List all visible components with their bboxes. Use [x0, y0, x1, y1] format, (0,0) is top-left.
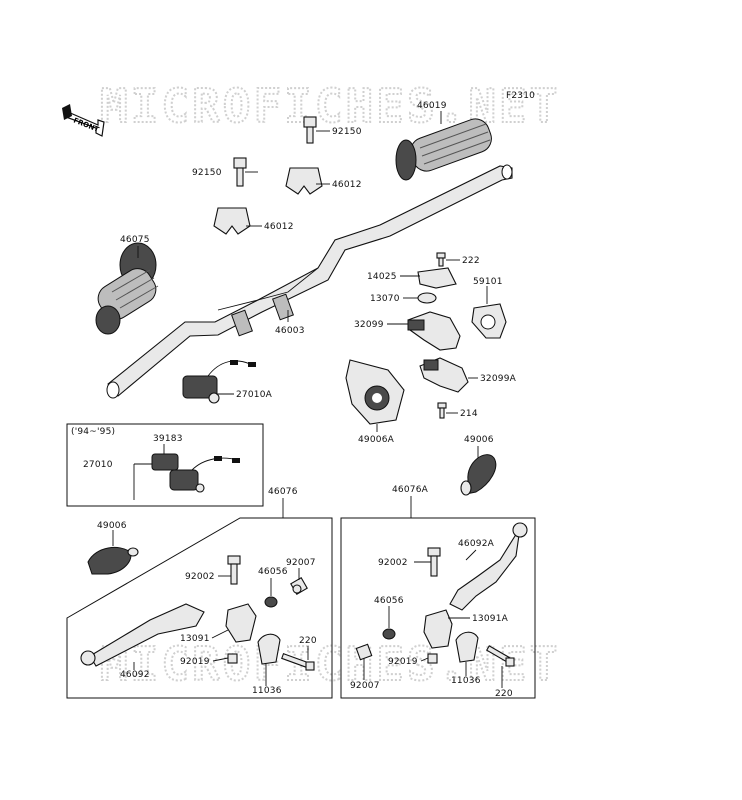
lever-46092A — [449, 522, 528, 611]
label-92019-a: 92019 — [180, 657, 210, 667]
cover-49006-right — [460, 454, 497, 496]
clamp-11036-b — [455, 631, 479, 663]
inset-years: ('94~'95) — [71, 427, 115, 437]
switch-27010A — [182, 360, 256, 404]
label-46056-a: 46056 — [258, 567, 288, 577]
label-46056-b: 46056 — [374, 596, 404, 606]
switch-27010 — [151, 453, 240, 493]
bolt-92002-a — [227, 555, 241, 585]
screw-214 — [437, 402, 447, 419]
case-59101 — [471, 303, 507, 339]
washer-46056-a — [264, 596, 278, 608]
label-49006-right: 49006 — [464, 435, 494, 445]
bolt-220-b — [485, 645, 515, 667]
bolt-92150-a — [303, 116, 317, 144]
label-13091A: 13091A — [472, 614, 509, 624]
label-46012-b: 46012 — [264, 222, 294, 232]
label-46076A: 46076A — [392, 485, 429, 495]
washer-46056-b — [382, 628, 396, 640]
part-labels: 46019 92150 92150 46012 46012 46075 4600… — [83, 101, 517, 699]
lever-assembly-box-left — [66, 517, 333, 699]
handlebar-46003 — [106, 164, 513, 399]
adjuster-92007-b — [355, 643, 373, 661]
label-220-b: 220 — [495, 689, 513, 699]
bolt-220-a — [281, 652, 315, 671]
watermark-top: MICROFICHES.NET — [100, 79, 560, 133]
label-222: 222 — [462, 256, 480, 266]
nut-92019-a — [227, 653, 238, 664]
label-92150-a: 92150 — [332, 127, 362, 137]
label-32099: 32099 — [354, 320, 384, 330]
label-59101: 59101 — [473, 277, 503, 287]
label-11036-b: 11036 — [451, 676, 481, 686]
inset-box-94-95 — [66, 423, 264, 507]
bolt-92002-b — [427, 547, 441, 577]
left-grip-46075 — [95, 242, 159, 335]
leader-lines — [112, 111, 503, 688]
label-92007-a: 92007 — [286, 558, 316, 568]
lever-46092 — [80, 603, 205, 667]
label-214: 214 — [460, 409, 478, 419]
label-49006-left: 49006 — [97, 521, 127, 531]
bolt-92150-b — [233, 157, 247, 187]
label-92002-b: 92002 — [378, 558, 408, 568]
label-13091: 13091 — [180, 634, 210, 644]
label-92019-b: 92019 — [388, 657, 418, 667]
case-32099A — [419, 357, 469, 393]
holder-46012-a — [285, 167, 323, 195]
label-46076: 46076 — [268, 487, 298, 497]
label-92150-b: 92150 — [192, 168, 222, 178]
label-11036-a: 11036 — [252, 686, 282, 696]
front-arrow-icon: FRONT — [62, 104, 105, 137]
nut-92019-b — [427, 653, 438, 664]
cover-49006-left — [87, 546, 139, 575]
label-14025: 14025 — [367, 272, 397, 282]
label-46092A: 46092A — [458, 539, 495, 549]
label-46019: 46019 — [417, 101, 447, 111]
case-32099 — [407, 311, 461, 351]
watermark-bottom: MICROFICHES.NET — [100, 637, 560, 691]
screw-222 — [436, 252, 446, 267]
lever-assembly-box-right — [340, 517, 536, 699]
label-46012-a: 46012 — [332, 180, 362, 190]
label-13070: 13070 — [370, 294, 400, 304]
adjuster-92007-a — [290, 577, 308, 595]
label-46092: 46092 — [120, 670, 150, 680]
holder-13091A — [423, 609, 453, 649]
holder-13091 — [225, 603, 257, 643]
label-46075: 46075 — [120, 235, 150, 245]
plate-14025 — [417, 267, 457, 289]
figure-code: F2310 — [506, 91, 535, 101]
label-27010: 27010 — [83, 460, 113, 470]
label-32099A: 32099A — [480, 374, 517, 384]
label-220-a: 220 — [299, 636, 317, 646]
label-92002-a: 92002 — [185, 572, 215, 582]
throttle-grip-46019 — [395, 118, 492, 181]
label-92007-b: 92007 — [350, 681, 380, 691]
throttle-housing-49006A — [345, 359, 405, 425]
collar-13070 — [417, 292, 437, 304]
holder-46012-b — [213, 207, 251, 235]
label-46003: 46003 — [275, 326, 305, 336]
label-27010A: 27010A — [236, 390, 273, 400]
front-label: FRONT — [72, 116, 100, 134]
label-39183: 39183 — [153, 434, 183, 444]
label-49006A: 49006A — [358, 435, 395, 445]
clamp-11036-a — [257, 633, 281, 665]
